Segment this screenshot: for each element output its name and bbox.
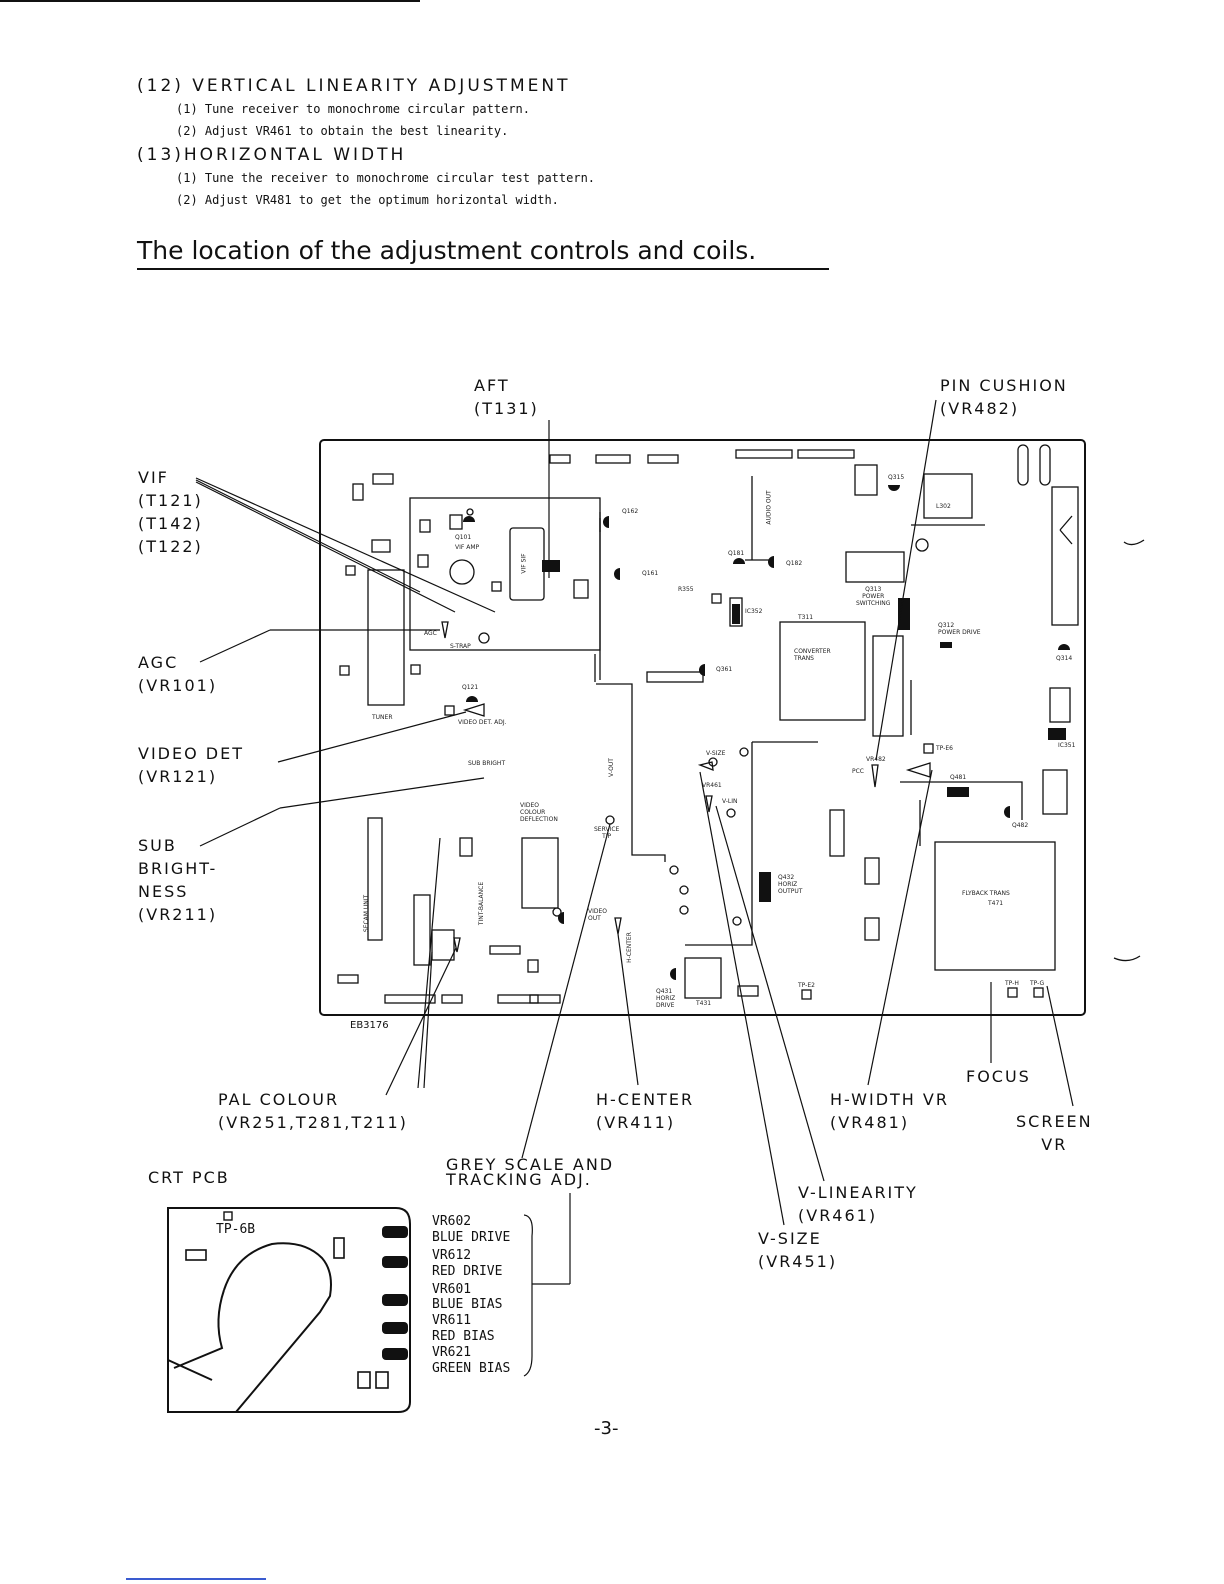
section-12-step-2: (2) Adjust VR461 to obtain the best line… bbox=[176, 124, 509, 138]
crt-control-3-name: BLUE BIAS bbox=[432, 1297, 503, 1312]
part-l302: L302 bbox=[936, 503, 951, 510]
callout-v-size: V-SIZE (VR451) bbox=[758, 1229, 838, 1271]
part-vcd: VIDEO COLOUR DEFLECTION bbox=[520, 802, 558, 823]
part-tp-e6: TP-E6 bbox=[936, 745, 953, 752]
callout-h-width: H-WIDTH VR (VR481) bbox=[830, 1090, 949, 1132]
callout-vif: VIF (T121) (T142) (T122) bbox=[138, 468, 203, 556]
part-secam: SECAM UNIT bbox=[363, 894, 371, 933]
part-t431: T431 bbox=[696, 1000, 712, 1007]
part-q481: Q481 bbox=[950, 774, 967, 781]
section-12-title: (12) VERTICAL LINEARITY ADJUSTMENT bbox=[137, 76, 571, 96]
section-13-title: (13)HORIZONTAL WIDTH bbox=[137, 145, 407, 165]
part-agc: AGC bbox=[424, 630, 437, 637]
heading-underline bbox=[137, 268, 829, 270]
part-audio-out: AUDIO OUT bbox=[765, 490, 773, 525]
part-s-trap: S-TRAP bbox=[450, 643, 471, 650]
part-ic351: IC351 bbox=[1058, 742, 1076, 749]
part-q361: Q361 bbox=[716, 666, 733, 673]
callout-grey-scale: GREY SCALE AND TRACKING ADJ. bbox=[446, 1155, 615, 1189]
part-q431: Q431 HORIZ DRIVE bbox=[656, 988, 676, 1009]
section-13-step-2: (2) Adjust VR481 to get the optimum hori… bbox=[176, 193, 559, 207]
part-q121: Q121 bbox=[462, 684, 479, 691]
part-flyback: FLYBACK TRANS bbox=[962, 890, 1010, 897]
callout-aft: AFT (T131) bbox=[474, 376, 539, 418]
part-tp-e2: TP-E2 bbox=[798, 982, 815, 989]
page-heading: The location of the adjustment controls … bbox=[137, 236, 757, 265]
part-q432: Q432 HORIZ OUTPUT bbox=[778, 874, 803, 895]
callout-h-center: H-CENTER (VR411) bbox=[596, 1090, 695, 1132]
part-q161: Q161 bbox=[642, 570, 659, 577]
crt-control-3-ref: VR601 bbox=[432, 1282, 472, 1297]
callout-pin-cushion: PIN CUSHION (VR482) bbox=[940, 376, 1068, 418]
part-q313: Q313 POWER SWITCHING bbox=[856, 586, 891, 607]
part-v-lin: V-LIN bbox=[722, 798, 738, 805]
part-converter-trans: CONVERTER TRANS bbox=[794, 648, 831, 662]
part-tuner: TUNER bbox=[372, 714, 393, 721]
crt-control-4-ref: VR611 bbox=[432, 1313, 472, 1328]
page-number: -3- bbox=[594, 1418, 619, 1439]
part-v-size: V-SIZE bbox=[706, 750, 726, 757]
part-q314: Q314 bbox=[1056, 655, 1073, 662]
bottom-rule bbox=[126, 1578, 266, 1580]
part-r355: R355 bbox=[678, 586, 694, 593]
part-video-det-adj: VIDEO DET. ADJ. bbox=[458, 719, 507, 726]
part-q101: Q101 bbox=[455, 534, 472, 541]
crt-control-5-name: GREEN BIAS bbox=[432, 1361, 511, 1376]
callout-video-det: VIDEO DET (VR121) bbox=[138, 744, 244, 786]
part-sub-bright: SUB BRIGHT bbox=[468, 760, 506, 767]
part-t471: T471 bbox=[988, 900, 1004, 907]
crt-tp-6b: TP-6B bbox=[216, 1222, 256, 1237]
part-q315: Q315 bbox=[888, 474, 905, 481]
callout-agc: AGC (VR101) bbox=[138, 653, 218, 695]
section-12-step-1: (1) Tune receiver to monochrome circular… bbox=[176, 102, 531, 116]
crt-control-2-ref: VR612 bbox=[432, 1248, 472, 1263]
part-pcc: PCC bbox=[852, 768, 864, 775]
part-q482: Q482 bbox=[1012, 822, 1029, 829]
callout-screen: SCREEN VR bbox=[1016, 1112, 1093, 1154]
part-q162: Q162 bbox=[622, 508, 639, 515]
part-vif-sif: VIF SIF bbox=[520, 553, 528, 574]
crt-control-4-name: RED BIAS bbox=[432, 1329, 495, 1344]
crt-control-5-ref: VR621 bbox=[432, 1345, 472, 1360]
crt-control-1-name: BLUE DRIVE bbox=[432, 1230, 511, 1245]
part-service-tip: SERVICE TIP bbox=[594, 826, 620, 840]
part-tp-h: TP-H bbox=[1005, 980, 1019, 987]
part-video-out: VIDEO OUT bbox=[588, 908, 608, 922]
crt-pcb-title: CRT PCB bbox=[148, 1168, 230, 1187]
part-tint-balance: TINT-BALANCE bbox=[478, 881, 486, 926]
part-q182: Q182 bbox=[786, 560, 803, 567]
part-tp-g: TP-G bbox=[1030, 980, 1045, 987]
part-q181: Q181 bbox=[728, 550, 745, 557]
part-vif-amp: VIF AMP bbox=[455, 544, 480, 551]
crt-control-2-name: RED DRIVE bbox=[432, 1264, 503, 1279]
part-vr461: VR461 bbox=[702, 782, 722, 789]
part-t311: T311 bbox=[798, 614, 814, 621]
callout-sub-brightness: SUB BRIGHT- NESS (VR211) bbox=[138, 836, 218, 924]
callout-v-linearity: V-LINEARITY (VR461) bbox=[798, 1183, 918, 1225]
section-13-step-1: (1) Tune the receiver to monochrome circ… bbox=[176, 171, 596, 185]
callout-focus: FOCUS bbox=[966, 1067, 1031, 1086]
part-ic352: IC352 bbox=[745, 608, 763, 615]
part-v-out: V-OUT bbox=[607, 758, 615, 777]
top-rule bbox=[0, 0, 420, 2]
part-q312: Q312 POWER DRIVE bbox=[938, 622, 981, 636]
part-h-center: H-CENTER bbox=[625, 932, 633, 963]
crt-control-1-ref: VR602 bbox=[432, 1214, 472, 1229]
board-ref: EB3176 bbox=[350, 1020, 389, 1031]
part-vr482: VR482 bbox=[866, 756, 886, 763]
callout-pal-colour: PAL COLOUR (VR251,T281,T211) bbox=[218, 1090, 408, 1132]
